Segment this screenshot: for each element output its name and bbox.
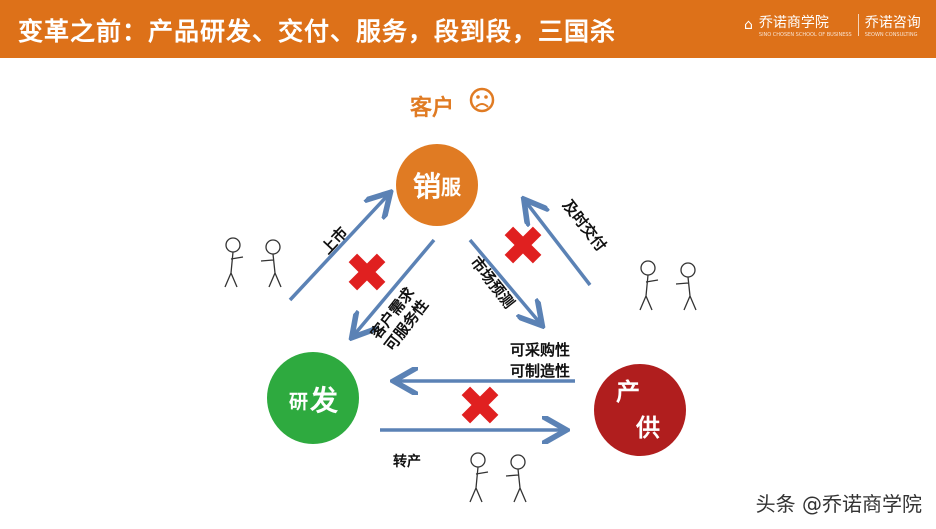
label-transfer: 转产	[393, 453, 421, 470]
sad-face-icon	[469, 87, 495, 113]
cross-icon	[461, 386, 499, 424]
svg-text:发: 发	[309, 384, 338, 417]
arrow-forecast	[468, 238, 540, 323]
watermark: 头条 @乔诺商学院	[755, 492, 922, 516]
arrow-demand	[354, 238, 436, 335]
logo-secondary: 乔诺咨询	[864, 15, 921, 31]
label-procurement-2: 可制造性	[510, 362, 570, 380]
arrow-launch	[288, 195, 388, 302]
logo-primary: 乔诺商学院	[758, 15, 829, 31]
cartoon-people-icon	[469, 452, 527, 503]
logo-divider	[857, 14, 859, 36]
cartoon-people-icon	[639, 260, 697, 311]
svg-text:服: 服	[441, 175, 462, 199]
page-title: 变革之前：产品研发、交付、服务，段到段，三国杀	[18, 17, 617, 46]
label-procurement-1: 可采购性	[510, 341, 570, 359]
logo-mark-icon: ⌂	[744, 17, 753, 33]
logo-secondary-sub: SEOWN CONSULTING	[864, 32, 918, 38]
label-launch: 上市	[318, 223, 352, 257]
svg-text:研: 研	[289, 391, 308, 413]
svg-text:供: 供	[635, 414, 660, 442]
cross-icon	[348, 253, 386, 291]
arrow-delivery	[526, 202, 592, 287]
cartoon-people-icon	[224, 237, 282, 288]
node-sales: 销 服	[396, 144, 478, 226]
svg-text:销: 销	[413, 170, 441, 203]
svg-text:产: 产	[616, 378, 640, 406]
node-rd: 研 发	[267, 352, 359, 444]
cross-icon	[504, 226, 542, 264]
label-delivery: 及时交付	[559, 196, 610, 254]
label-forecast: 市场预测	[467, 253, 518, 311]
svg-text:客户: 客户	[410, 95, 454, 121]
logo-primary-sub: SINO CHOSEN SCHOOL OF BUSINESS	[758, 32, 852, 38]
node-supply: 产 供	[594, 364, 686, 456]
customer-label: 客户	[410, 87, 495, 121]
